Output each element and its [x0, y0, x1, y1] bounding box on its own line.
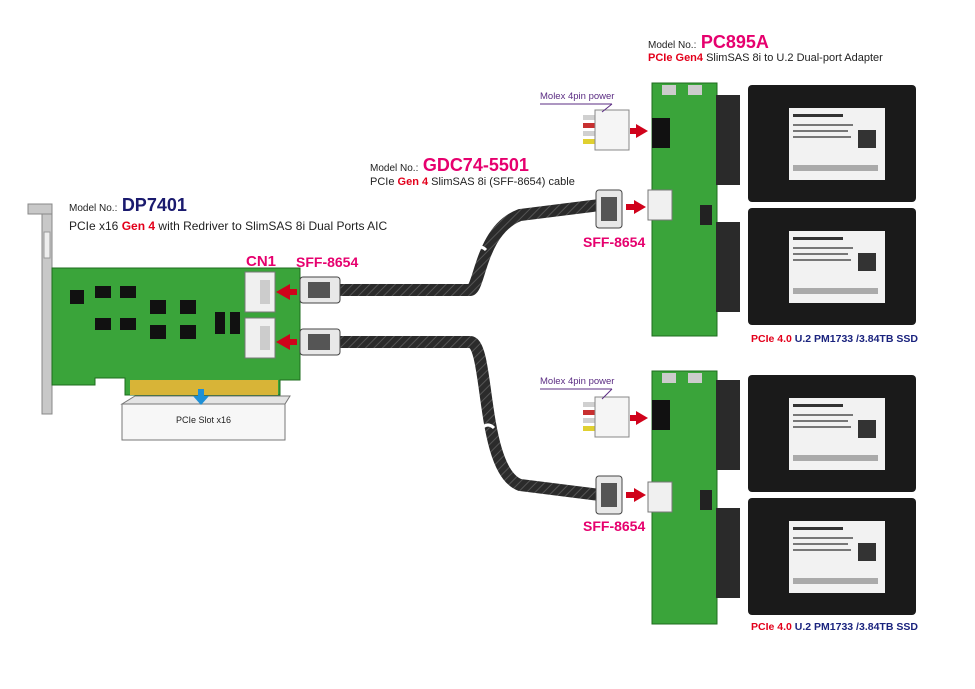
pc895a-board-bottom [647, 370, 740, 625]
cable-sff-label: SFF-8654 [296, 254, 359, 270]
pc895a-model-number: PC895A [700, 32, 769, 52]
cn1-label: CN1 [246, 253, 277, 270]
pc895a-sff-label-bottom: SFF-8654 [583, 518, 646, 534]
ssd-1 [748, 85, 916, 202]
pc895a-description: PCIe Gen4 SlimSAS 8i to U.2 Dual-port Ad… [648, 52, 883, 64]
cable-desc-a: PCIe [370, 176, 398, 188]
pc895a-desc-a: PCIe Gen4 [648, 52, 704, 64]
ssd-3 [748, 375, 916, 492]
dp7401-desc-b: with Redriver to SlimSAS 8i Dual Ports A… [155, 219, 388, 233]
ssd-2 [748, 208, 916, 325]
ssd-caption-top-a: PCIe 4.0 [751, 333, 792, 345]
ssd-caption-top-b: U.2 PM1733 /3.84TB SSD [791, 333, 918, 345]
pc895a-desc-b: SlimSAS 8i to U.2 Dual-port Adapter [703, 52, 883, 64]
dp7401-desc-a: PCIe x16 [69, 219, 122, 233]
dp7401-model-number: DP7401 [121, 195, 187, 215]
cable-model-prefix: Model No.: [370, 163, 419, 174]
dp7401-title: Model No.: DP7401 [69, 195, 187, 216]
cable-description: PCIe Gen 4 SlimSAS 8i (SFF-8654) cable [370, 176, 575, 188]
pcie-slot-label: PCIe Slot x16 [175, 415, 232, 425]
molex-connector-bottom [583, 396, 630, 438]
ssd-caption-bottom-b: U.2 PM1733 /3.84TB SSD [791, 621, 918, 633]
cable-upper [299, 189, 623, 304]
dp7401-description: PCIe x16 Gen 4 with Redriver to SlimSAS … [69, 219, 387, 233]
cable-lower [299, 328, 623, 515]
cable-desc-gen: Gen 4 [397, 176, 429, 188]
dp7401-card [27, 203, 301, 441]
ssd-4 [748, 498, 916, 615]
pc895a-sff-label-top: SFF-8654 [583, 234, 646, 250]
dp7401-desc-gen: Gen 4 [121, 219, 156, 233]
molex-label-bottom: Molex 4pin power [540, 376, 615, 387]
ssd-caption-top: PCIe 4.0 U.2 PM1733 /3.84TB SSD [751, 333, 918, 345]
molex-connector-top [583, 109, 630, 151]
pc895a-model-prefix: Model No.: [648, 40, 697, 51]
pc895a-board-top [647, 82, 740, 337]
cable-desc-b: SlimSAS 8i (SFF-8654) cable [428, 176, 575, 188]
cable-model-number: GDC74-5501 [422, 155, 529, 175]
dp7401-model-prefix: Model No.: [69, 203, 118, 214]
molex-label-top: Molex 4pin power [540, 91, 615, 102]
pc895a-title: Model No.: PC895A [648, 32, 769, 53]
ssd-caption-bottom: PCIe 4.0 U.2 PM1733 /3.84TB SSD [751, 621, 918, 633]
ssd-caption-bottom-a: PCIe 4.0 [751, 621, 792, 633]
cable-title: Model No.: GDC74-5501 [370, 155, 529, 176]
